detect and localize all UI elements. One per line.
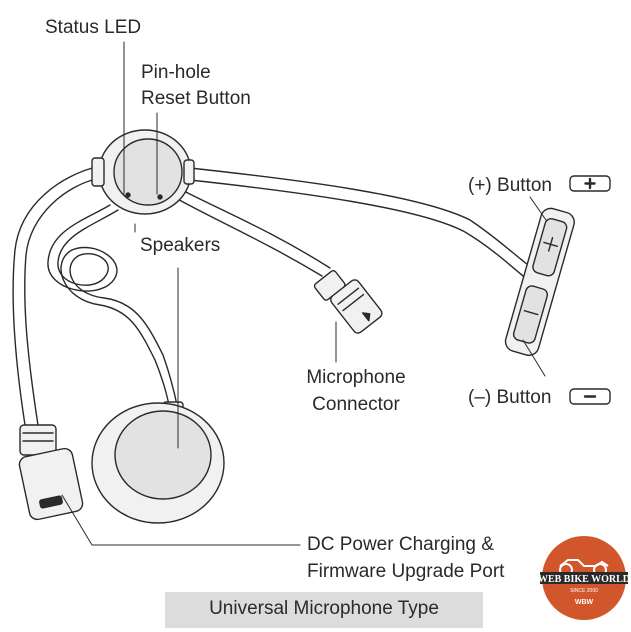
dc-cable <box>12 165 101 426</box>
svg-text:WEB BIKE WORLD: WEB BIKE WORLD <box>538 574 628 585</box>
mic-cable <box>171 187 331 277</box>
minus-button-icon <box>569 388 611 405</box>
status-led-label: Status LED <box>45 17 142 38</box>
dc-port-label-line1: DC Power Charging & <box>307 534 494 555</box>
minus-button-label: (–) Button <box>468 387 552 408</box>
pinhole-label-line2: Reset Button <box>141 88 251 109</box>
caption-bar: Universal Microphone Type <box>165 592 483 628</box>
svg-text:SINCE 2000: SINCE 2000 <box>570 588 598 594</box>
dc-plug <box>18 424 84 521</box>
microphone-connector-label-line2: Connector <box>312 394 400 415</box>
speakers-label: Speakers <box>140 235 221 256</box>
web-bike-world-logo: WEB BIKE WORLD SINCE 2000 WBW <box>538 536 628 620</box>
svg-text:WBW: WBW <box>575 599 594 606</box>
pinhole-label-line1: Pin-hole <box>141 62 211 83</box>
remote-cable <box>189 167 536 281</box>
mic-connector <box>313 270 383 334</box>
speaker <box>91 401 225 524</box>
leader-lines <box>61 41 547 546</box>
plus-button-label: (+) Button <box>468 175 552 196</box>
speaker-cable <box>47 204 179 411</box>
control-hub <box>91 129 195 215</box>
plus-button-icon <box>569 175 611 192</box>
caption-text: Universal Microphone Type <box>209 598 439 619</box>
microphone-connector-label-line1: Microphone <box>306 367 406 388</box>
dc-port-label-line2: Firmware Upgrade Port <box>307 561 505 582</box>
remote-control <box>504 207 575 356</box>
